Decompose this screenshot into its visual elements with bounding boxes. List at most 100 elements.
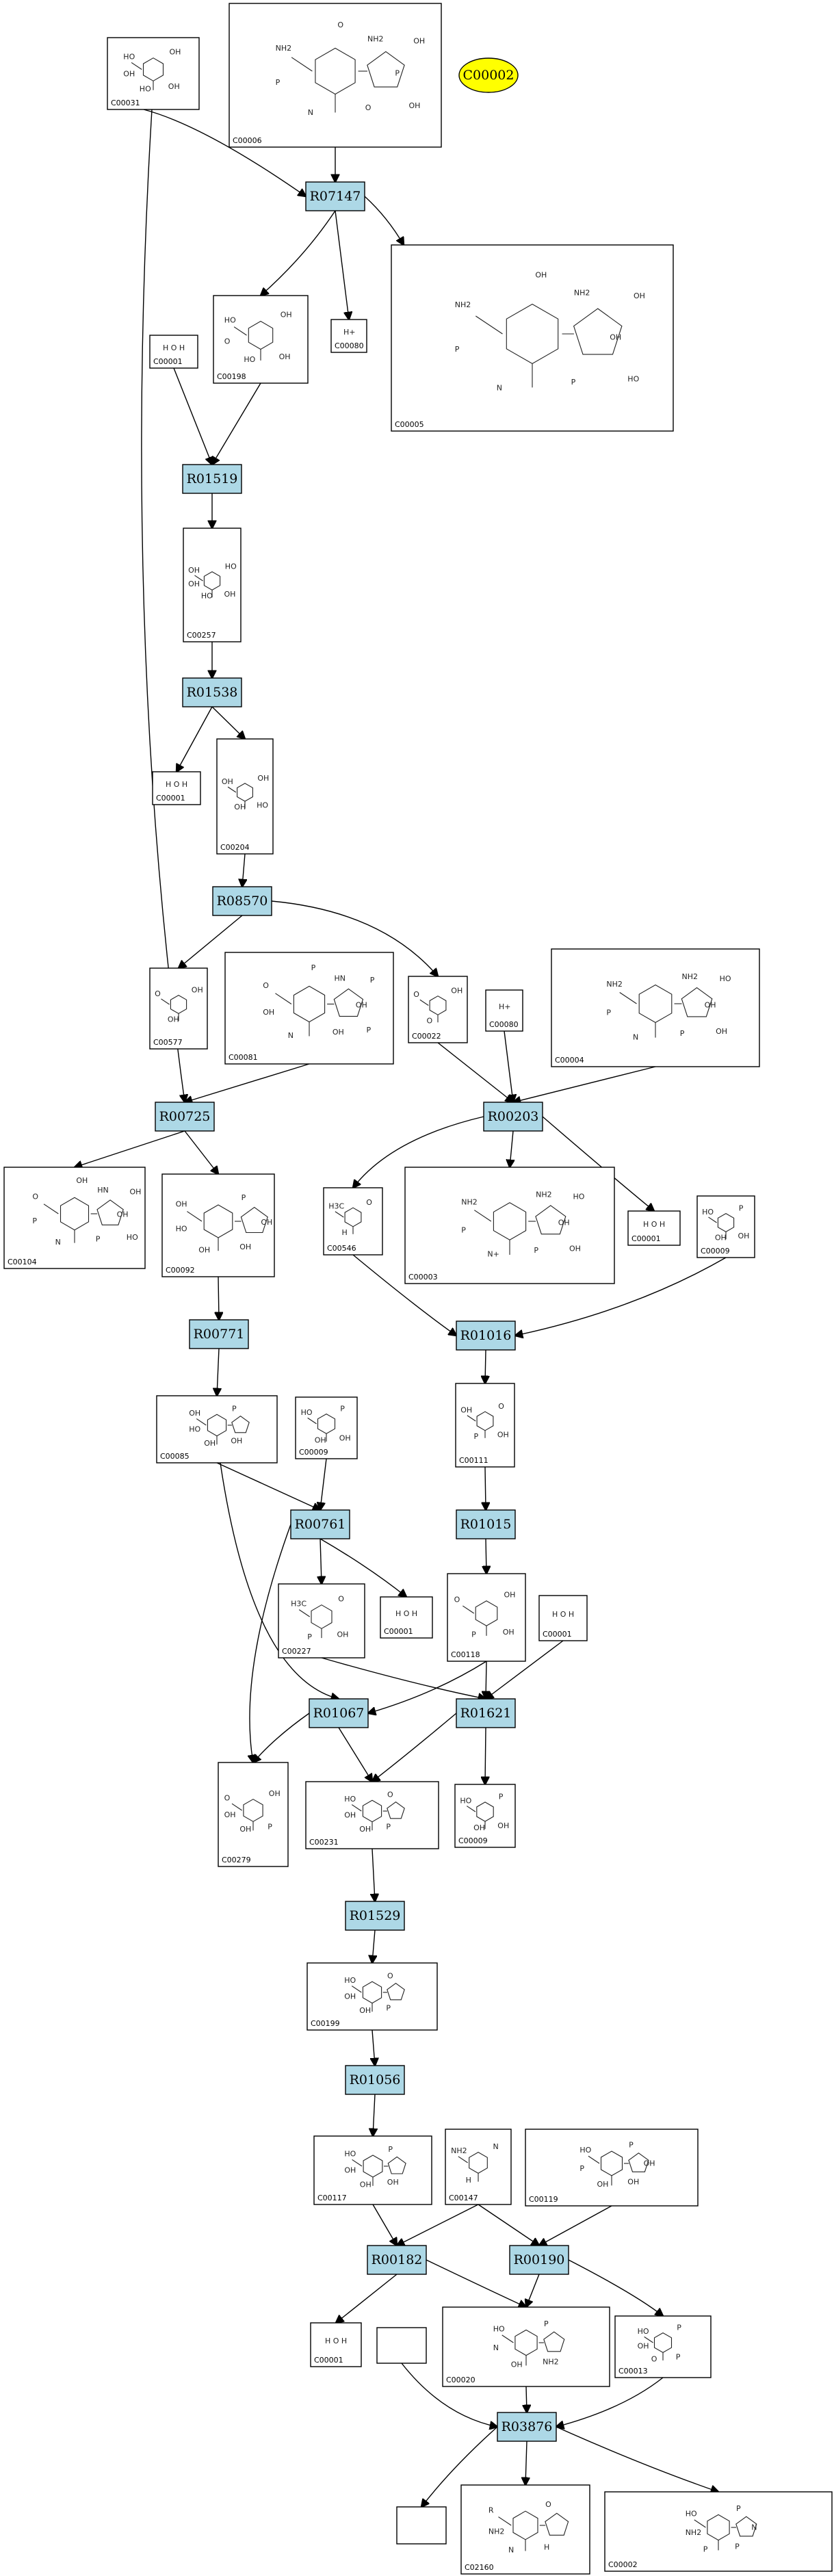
edge-arrow bbox=[556, 2426, 718, 2492]
compound-c00080[interactable]: H+C00080 bbox=[485, 989, 523, 1032]
atom-label: OH bbox=[188, 566, 200, 575]
reaction-r01529[interactable]: R01529 bbox=[345, 1901, 405, 1931]
reaction-r00771[interactable]: R00771 bbox=[189, 1319, 249, 1349]
compound-cempty2[interactable] bbox=[396, 2506, 447, 2545]
compound-box bbox=[538, 1595, 588, 1641]
reaction-r08570[interactable]: R08570 bbox=[212, 886, 272, 916]
reaction-r00182[interactable]: R00182 bbox=[367, 2245, 427, 2275]
reaction-box bbox=[155, 1102, 215, 1132]
reaction-r01015[interactable]: R01015 bbox=[456, 1509, 516, 1539]
reaction-r01621[interactable]: R01621 bbox=[456, 1698, 516, 1728]
reaction-box bbox=[309, 1698, 369, 1728]
reaction-r00203[interactable]: R00203 bbox=[483, 1102, 543, 1132]
reaction-r00190[interactable]: R00190 bbox=[509, 2245, 569, 2275]
atom-label: HO bbox=[225, 562, 237, 571]
molecule-bond bbox=[352, 2159, 363, 2167]
atom-label: OH bbox=[627, 2178, 639, 2187]
reaction-r00761[interactable]: R00761 bbox=[290, 1509, 350, 1539]
molecule-bond bbox=[644, 2336, 653, 2343]
reaction-r01016[interactable]: R01016 bbox=[456, 1320, 516, 1351]
compound-box bbox=[447, 1573, 526, 1662]
atom-label: OH bbox=[504, 1590, 516, 1599]
atom-label: P bbox=[736, 2504, 741, 2513]
edge-arrow bbox=[216, 1462, 320, 1510]
reaction-id-label: R01529 bbox=[350, 1908, 401, 1923]
reaction-r01067[interactable]: R01067 bbox=[309, 1698, 369, 1728]
edge-arrow bbox=[556, 2377, 664, 2427]
compound-id-label: C00117 bbox=[317, 2194, 347, 2202]
atom-label: HO bbox=[244, 355, 255, 364]
compound-id-label: C00118 bbox=[451, 1650, 480, 1659]
molecule-ring bbox=[573, 308, 623, 355]
molecule-bond bbox=[708, 1217, 717, 1223]
highlight-c00002[interactable]: C00002 bbox=[458, 57, 519, 93]
reaction-r01538[interactable]: R01538 bbox=[182, 677, 242, 707]
atom-label: P bbox=[367, 1026, 372, 1035]
reaction-r01519[interactable]: R01519 bbox=[182, 464, 242, 494]
atom-label: P bbox=[474, 1432, 479, 1441]
atom-label: N bbox=[55, 1238, 61, 1247]
molecule-bond bbox=[419, 999, 429, 1006]
compound-id-label: C00546 bbox=[327, 1244, 356, 1253]
reaction-id-label: R01538 bbox=[187, 685, 238, 700]
compound-box bbox=[161, 1173, 275, 1277]
atom-label: NH2 bbox=[488, 2527, 505, 2536]
reaction-r01056[interactable]: R01056 bbox=[345, 2065, 405, 2095]
atom-label: O bbox=[387, 1972, 393, 1981]
atom-label: OH bbox=[168, 82, 180, 91]
atom-label: O bbox=[155, 989, 161, 998]
edge-arrow bbox=[336, 2274, 398, 2323]
reaction-r07147[interactable]: R07147 bbox=[305, 181, 365, 211]
reaction-r03876[interactable]: R03876 bbox=[497, 2412, 557, 2442]
edge-arrow bbox=[372, 1929, 375, 1963]
compound-cempty1[interactable] bbox=[376, 2327, 427, 2364]
molecule-ring bbox=[545, 2512, 569, 2536]
edge-arrow bbox=[478, 2204, 539, 2246]
edge-arrow bbox=[143, 109, 306, 196]
compound-c00080[interactable]: H+C00080 bbox=[330, 319, 367, 353]
atom-label: P bbox=[703, 2545, 708, 2553]
reaction-r00725[interactable]: R00725 bbox=[155, 1102, 215, 1132]
compound-box bbox=[307, 1962, 438, 2031]
atom-label: OH bbox=[315, 1435, 326, 1444]
compound-box bbox=[229, 3, 442, 148]
atom-label: R bbox=[488, 2506, 494, 2514]
